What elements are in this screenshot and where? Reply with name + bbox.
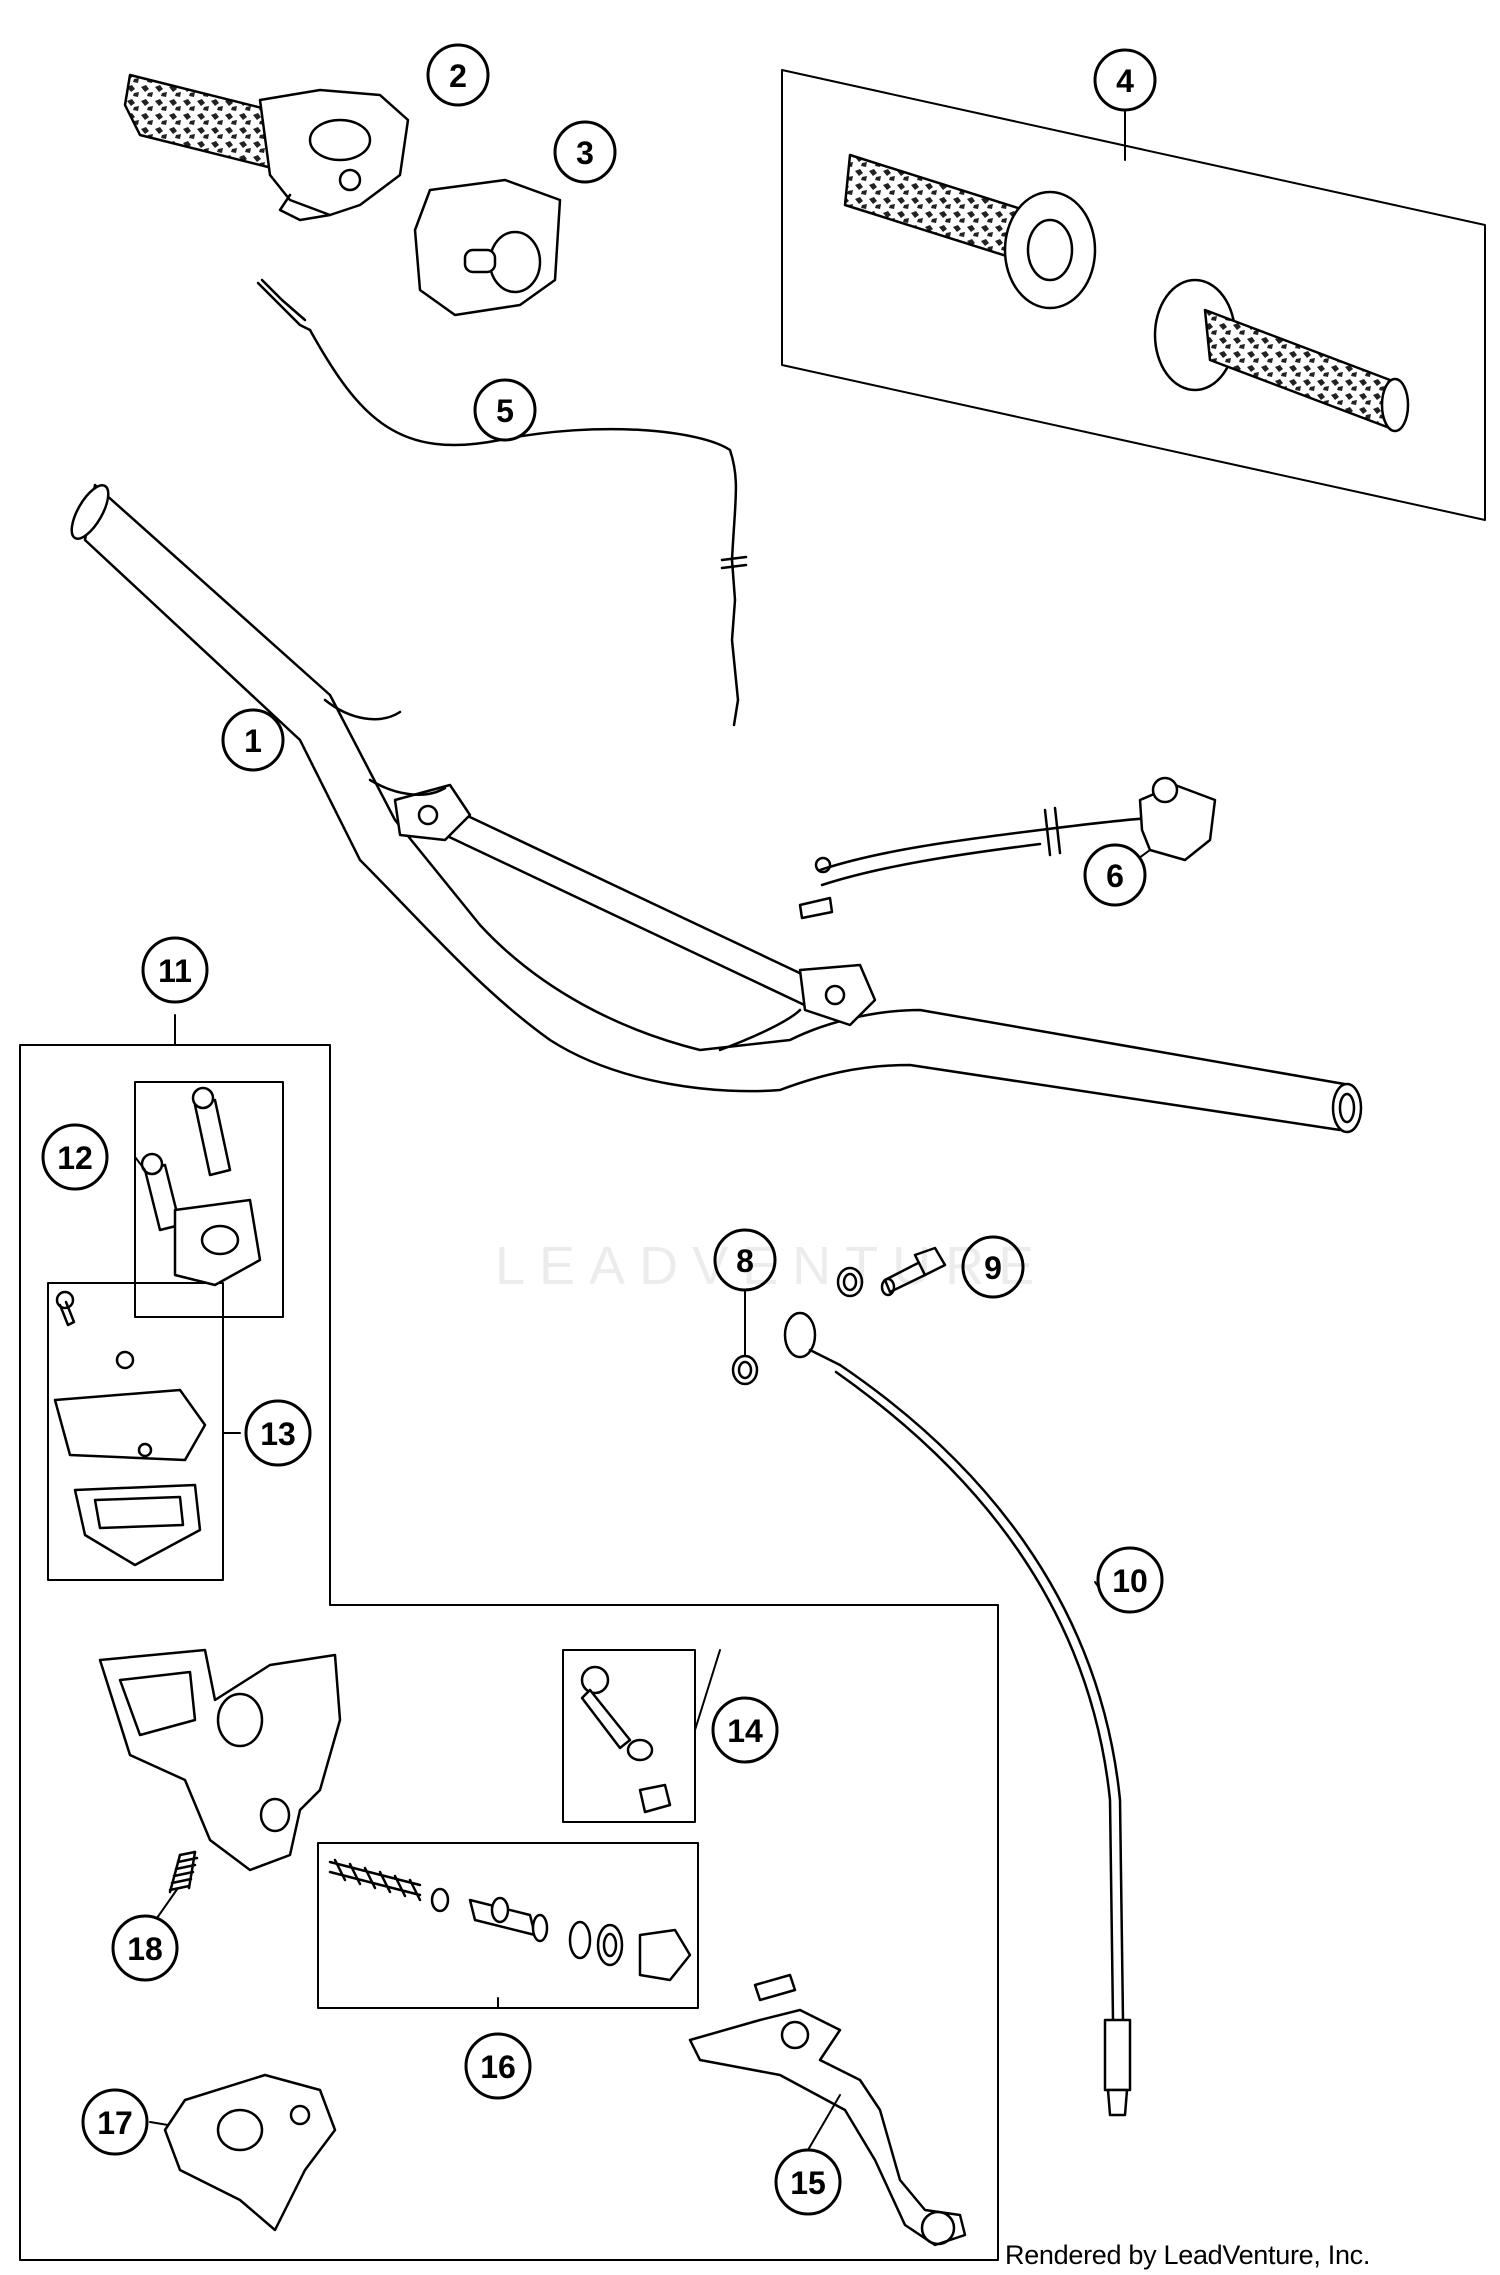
- hydraulic-hose: [783, 1311, 1132, 2117]
- piston-kit: [328, 1858, 692, 1982]
- callout-5-label: 5: [496, 393, 514, 429]
- part-16-group-box: [317, 1842, 699, 2009]
- callout-14-label: 14: [727, 1713, 763, 1749]
- callout-10: 10: [1096, 1546, 1164, 1614]
- adjuster-spring: [168, 1850, 199, 1894]
- callout-11: 11: [141, 936, 209, 1004]
- watermark: LEADVENTURE: [495, 1236, 1049, 1296]
- callout-14: 14: [711, 1696, 779, 1764]
- callout-8-label: 8: [736, 1243, 754, 1279]
- part-14-group-box: [562, 1649, 696, 1823]
- clamp-with-bolts: [140, 1086, 262, 1287]
- callout-17: 17: [81, 2088, 149, 2156]
- callout-circles: 1 2 3 4 5 6 8 9 10 11 12 13 14 15 16 17 …: [41, 43, 1164, 2216]
- grip-set: [843, 153, 1410, 433]
- callout-1-label: 1: [244, 723, 262, 759]
- callout-8: 8: [713, 1228, 777, 1292]
- callout-17-label: 17: [97, 2105, 133, 2141]
- callout-11-label: 11: [158, 953, 192, 989]
- part-12-group-box: [134, 1081, 284, 1318]
- part-4-group-box: [781, 69, 1486, 521]
- callout-3-label: 3: [576, 135, 594, 171]
- callout-2: 2: [426, 43, 490, 107]
- master-cylinder-body: [98, 1648, 342, 1872]
- callout-9-label: 9: [984, 1250, 1002, 1286]
- callout-10-label: 10: [1112, 1563, 1148, 1599]
- callout-9: 9: [961, 1235, 1025, 1299]
- banjo-bolt: [880, 1246, 947, 1297]
- callout-1: 1: [221, 708, 285, 772]
- throttle-cover: [413, 178, 562, 317]
- callout-3: 3: [553, 120, 617, 184]
- callout-18-label: 18: [127, 1931, 163, 1967]
- part-13-group-box: [47, 1282, 224, 1581]
- callout-12-label: 12: [57, 1140, 93, 1176]
- sealing-rings: [731, 1266, 864, 1386]
- throttle-cable: [256, 278, 748, 727]
- lever-guard: [163, 2073, 337, 2232]
- reservoir-cover: [53, 1290, 207, 1567]
- callout-15: 15: [774, 2148, 842, 2216]
- throttle-grip-assembly: [123, 73, 410, 222]
- callout-13-label: 13: [260, 1416, 296, 1452]
- callout-12: 12: [41, 1123, 109, 1191]
- kill-switch: [798, 776, 1217, 920]
- callout-4: 4: [1093, 48, 1157, 112]
- callout-6-label: 6: [1106, 858, 1124, 894]
- callout-5: 5: [473, 378, 537, 442]
- callout-16-label: 16: [480, 2049, 516, 2085]
- handlebar: [70, 483, 1363, 1134]
- callout-2-label: 2: [449, 58, 467, 94]
- callout-13: 13: [244, 1399, 312, 1467]
- callout-4-label: 4: [1116, 63, 1134, 99]
- pivot-bolt-set: [580, 1665, 672, 1814]
- footer-credit: Rendered by LeadVenture, Inc.: [1005, 2240, 1371, 2270]
- callout-15-label: 15: [790, 2165, 826, 2201]
- callout-16: 16: [464, 2032, 532, 2100]
- callout-18: 18: [111, 1914, 179, 1982]
- callout-6: 6: [1083, 843, 1147, 907]
- part-11-group-box: [19, 1044, 999, 2261]
